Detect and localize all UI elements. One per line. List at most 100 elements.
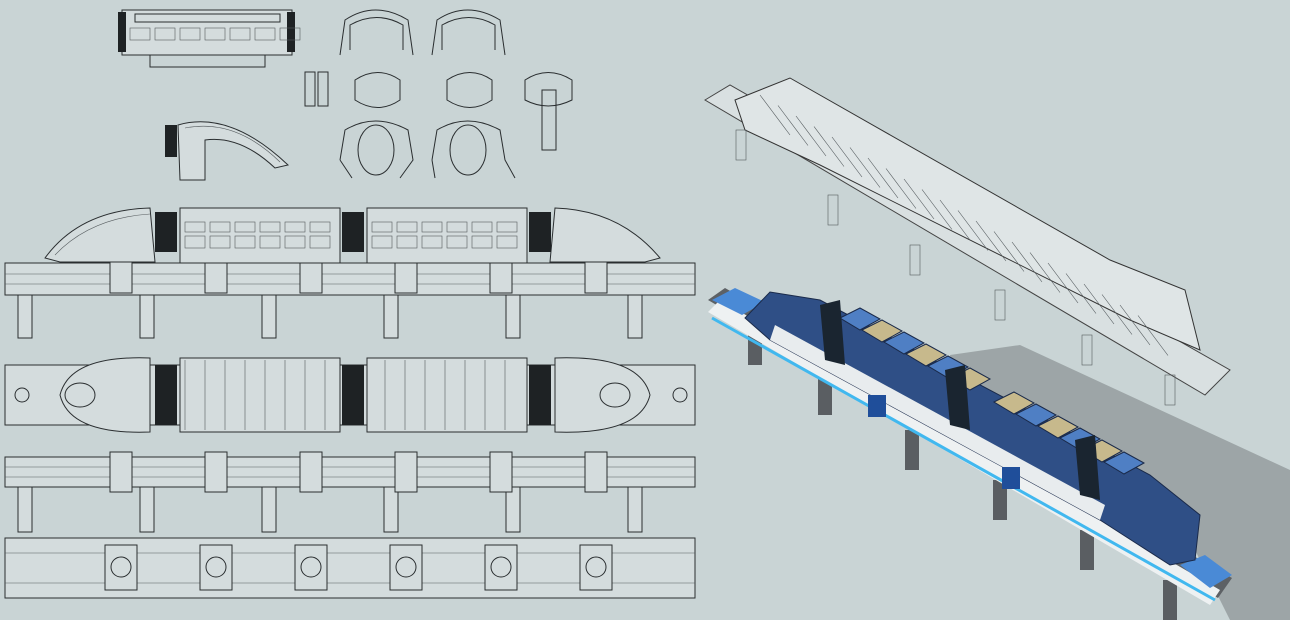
pillar (505, 294, 521, 339)
pillar (909, 244, 921, 276)
frame-ring (903, 178, 935, 220)
pillar-top (300, 556, 322, 578)
pillar (17, 486, 33, 533)
window (154, 27, 176, 41)
frame-ring (957, 210, 989, 251)
pillar (1163, 580, 1177, 620)
window (129, 27, 151, 41)
window (421, 235, 443, 249)
roof-panel (904, 343, 948, 367)
track-side-elevation (4, 451, 696, 533)
bogie (484, 544, 518, 591)
pillar (383, 486, 399, 533)
pillar (735, 129, 747, 161)
part-details (118, 9, 573, 181)
pillar (1080, 530, 1094, 570)
bogie (389, 544, 423, 591)
frame-ring (993, 231, 1025, 272)
pillar (627, 486, 643, 533)
window (496, 221, 518, 233)
wireframe-perspective (704, 77, 1231, 406)
rendered-perspective (708, 288, 1232, 620)
pillar-top (395, 556, 417, 578)
window (204, 27, 226, 41)
frame-ring (1119, 304, 1151, 346)
pillar (383, 294, 399, 339)
frame-ring (885, 168, 917, 209)
pillar (993, 480, 1007, 520)
pillar-top (205, 556, 227, 578)
window (259, 221, 281, 233)
window (396, 235, 418, 249)
roof-panel (838, 307, 882, 331)
pillar (827, 194, 839, 226)
bogie (299, 451, 323, 493)
window (471, 235, 493, 249)
pillar (994, 289, 1006, 321)
pillar (627, 294, 643, 339)
nose-part (165, 121, 290, 181)
frame-ring (921, 189, 953, 230)
window (471, 221, 493, 233)
frame-ring (1137, 315, 1169, 356)
frame-ring (1101, 294, 1133, 335)
side-elevation (4, 207, 696, 339)
frame-ring (867, 157, 899, 199)
window (234, 235, 256, 249)
window (254, 27, 276, 41)
bogie (584, 451, 608, 493)
pillar (1164, 374, 1176, 406)
window (371, 221, 393, 233)
train-side (44, 207, 661, 264)
window (446, 235, 468, 249)
bogie (204, 451, 228, 493)
frame-ring (813, 126, 845, 167)
pillar (139, 486, 155, 533)
roof-panel (882, 331, 926, 355)
pillar-top (585, 556, 607, 578)
bogie (104, 544, 138, 591)
frame-ring (759, 94, 791, 136)
bogie (294, 544, 328, 591)
window (209, 221, 231, 233)
frame-ring (1083, 283, 1115, 325)
bogie (584, 257, 608, 294)
roof-panel (860, 319, 904, 343)
window (229, 27, 251, 41)
frame-parts (304, 9, 573, 179)
frame-ring (1029, 252, 1061, 293)
window (234, 221, 256, 233)
frame-ring (1065, 273, 1097, 314)
frame-ring (1047, 262, 1079, 304)
frame-ring (777, 105, 809, 146)
roof-panel (1014, 403, 1058, 427)
frame-ring (849, 147, 881, 188)
pillar (905, 430, 919, 470)
window (184, 221, 206, 233)
window (259, 235, 281, 249)
pillar (1081, 334, 1093, 366)
window (184, 235, 206, 249)
frame-ring (831, 136, 863, 178)
pillar (261, 294, 277, 339)
pillar (17, 294, 33, 339)
window (284, 221, 306, 233)
bogie (109, 257, 133, 294)
roof-panel (1036, 415, 1080, 439)
window (421, 221, 443, 233)
pillar (261, 486, 277, 533)
car-side-part (118, 9, 301, 68)
bogie (489, 451, 513, 493)
bogie (579, 544, 613, 591)
pillar-top (110, 556, 132, 578)
pillar (505, 486, 521, 533)
window (309, 221, 331, 233)
roof-panel (1102, 451, 1146, 475)
pillar (139, 294, 155, 339)
bogie (394, 451, 418, 493)
window (496, 235, 518, 249)
frame-ring (939, 199, 971, 241)
frame-ring (795, 115, 827, 157)
window (371, 235, 393, 249)
